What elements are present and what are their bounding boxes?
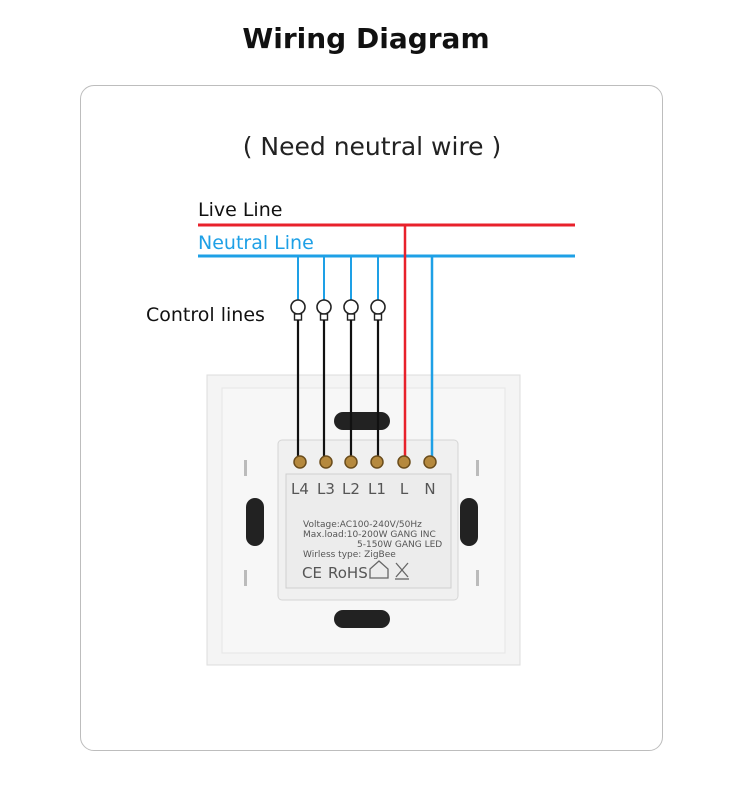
switch-module (277, 439, 459, 601)
diagram-title: Wiring Diagram (242, 22, 490, 55)
control-lines-label: Control lines (146, 304, 265, 326)
terminal-screw (370, 455, 384, 469)
rohs-mark: RoHS (328, 564, 368, 582)
live-line-label: Live Line (198, 199, 282, 221)
weee-bin-icon (395, 562, 409, 580)
bulb-icon (343, 256, 359, 321)
terminal-label: L3 (317, 480, 335, 498)
spec-wireless: Wirless type: ZigBee (303, 550, 396, 560)
subtitle: ( Need neutral wire ) (243, 132, 502, 161)
bulb-icon (370, 256, 386, 321)
terminal-screw (319, 455, 333, 469)
terminal-label: N (424, 480, 435, 498)
spec-maxload-led: 5-150W GANG LED (357, 540, 442, 550)
ce-mark: CE (302, 564, 322, 582)
terminal-label: L4 (291, 480, 309, 498)
house-icon (369, 560, 389, 579)
terminal-label: L2 (342, 480, 360, 498)
spec-voltage: Voltage:AC100-240V/50Hz (303, 520, 422, 530)
terminal-label: L1 (368, 480, 386, 498)
bulb-icon (290, 256, 306, 321)
terminal-screw (344, 455, 358, 469)
bulb-icon (316, 256, 332, 321)
terminal-screw (293, 455, 307, 469)
diagram-frame (80, 85, 663, 751)
spec-maxload: Max.load:10-200W GANG INC (303, 530, 436, 540)
terminal-screw (397, 455, 411, 469)
terminal-screw (423, 455, 437, 469)
neutral-line-label: Neutral Line (198, 232, 314, 254)
terminal-label: L (400, 480, 409, 498)
